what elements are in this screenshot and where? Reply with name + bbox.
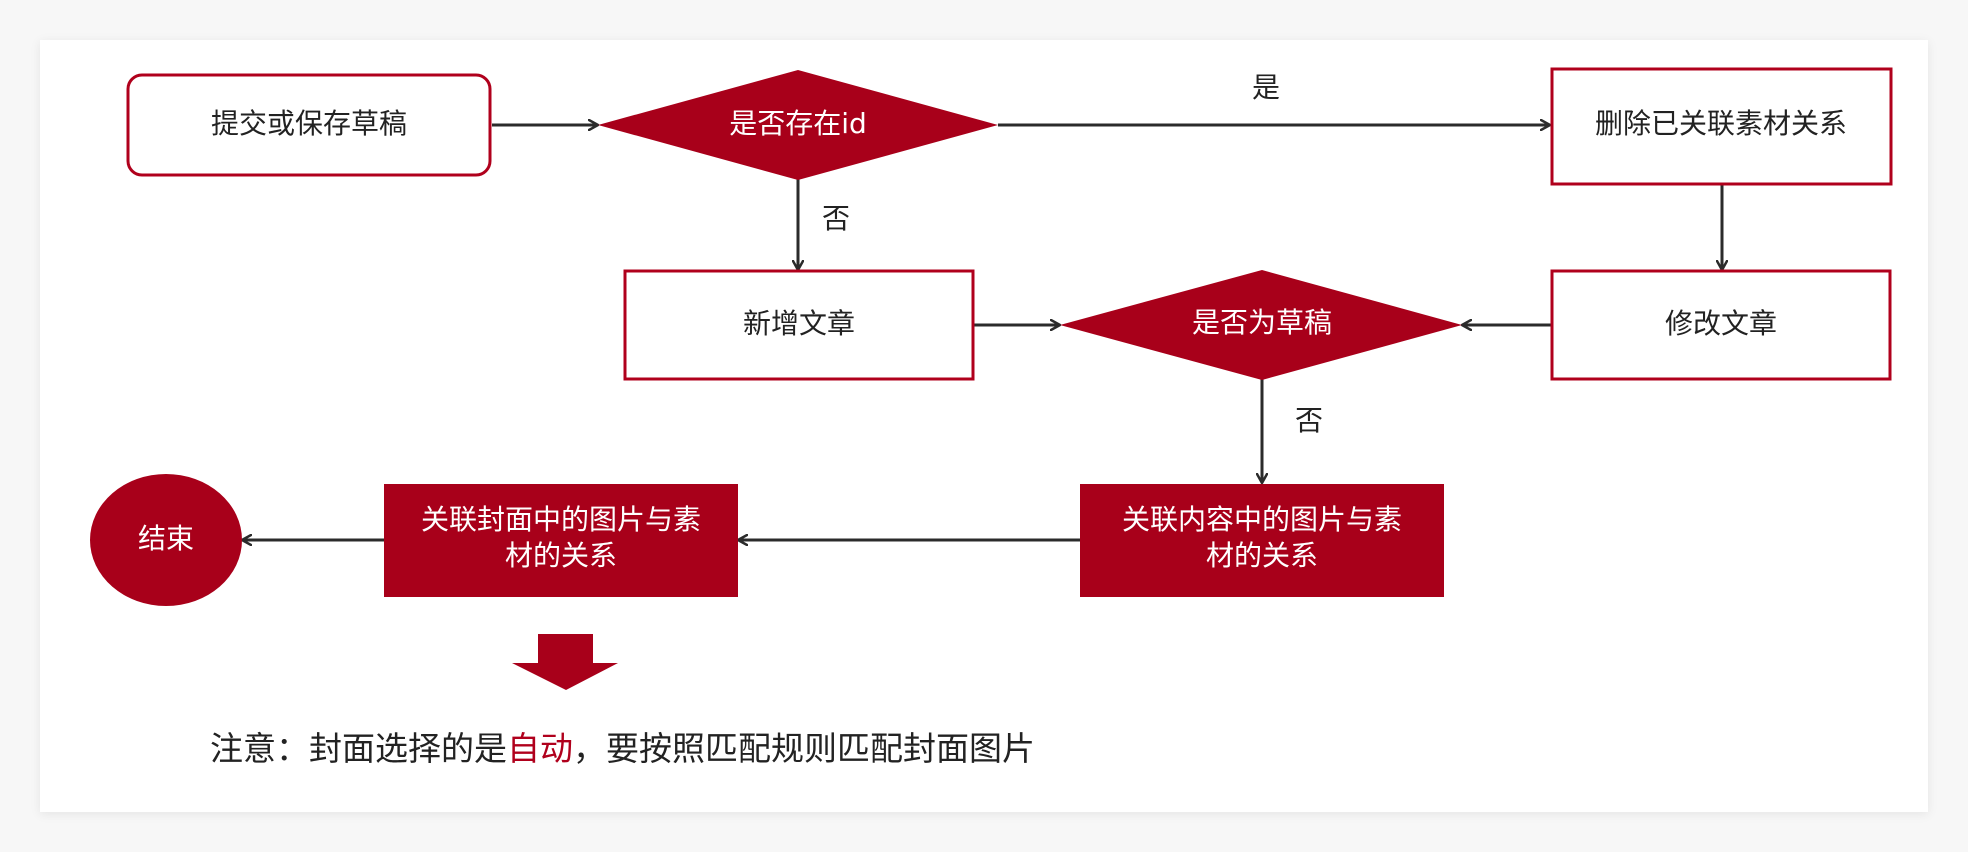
down-arrow-icon bbox=[512, 634, 618, 690]
note-prefix: 注意：封面选择的是 bbox=[210, 729, 507, 768]
node-modify-article-label: 修改文章 bbox=[1665, 307, 1777, 340]
node-add-article-label: 新增文章 bbox=[743, 307, 855, 340]
node-is-draft-decision: 是否为草稿 bbox=[1060, 270, 1462, 380]
note-suffix: ，要按照匹配规则匹配封面图片 bbox=[573, 729, 1035, 768]
edge-label-yes: 是 bbox=[1252, 71, 1280, 104]
node-has-id-label: 是否存在id bbox=[729, 107, 867, 140]
edge-label-no-hasid: 否 bbox=[822, 202, 850, 235]
node-add-article: 新增文章 bbox=[623, 269, 975, 381]
node-delete-relation: 删除已关联素材关系 bbox=[1550, 67, 1893, 186]
node-content-relation: 关联内容中的图片与素 材的关系 bbox=[1080, 484, 1444, 597]
node-cover-relation: 关联封面中的图片与素 材的关系 bbox=[384, 484, 738, 597]
node-content-relation-label-line1: 关联内容中的图片与素 bbox=[1122, 503, 1402, 536]
node-end-label: 结束 bbox=[138, 522, 194, 555]
note-text: 注意：封面选择的是自动，要按照匹配规则匹配封面图片 bbox=[210, 722, 1035, 770]
node-modify-article: 修改文章 bbox=[1550, 269, 1892, 381]
node-is-draft-label: 是否为草稿 bbox=[1192, 306, 1332, 339]
node-end: 结束 bbox=[90, 474, 242, 606]
node-submit: 提交或保存草稿 bbox=[126, 73, 492, 177]
node-submit-label: 提交或保存草稿 bbox=[211, 107, 407, 140]
edge-label-no-isdraft: 否 bbox=[1295, 404, 1323, 437]
node-content-relation-label-line2: 材的关系 bbox=[1206, 539, 1318, 572]
node-has-id-decision: 是否存在id bbox=[598, 70, 998, 180]
node-delete-relation-label: 删除已关联素材关系 bbox=[1595, 107, 1847, 140]
note-highlight: 自动 bbox=[507, 729, 573, 768]
node-cover-relation-label-line1: 关联封面中的图片与素 bbox=[421, 503, 701, 536]
node-cover-relation-label-line2: 材的关系 bbox=[505, 539, 617, 572]
